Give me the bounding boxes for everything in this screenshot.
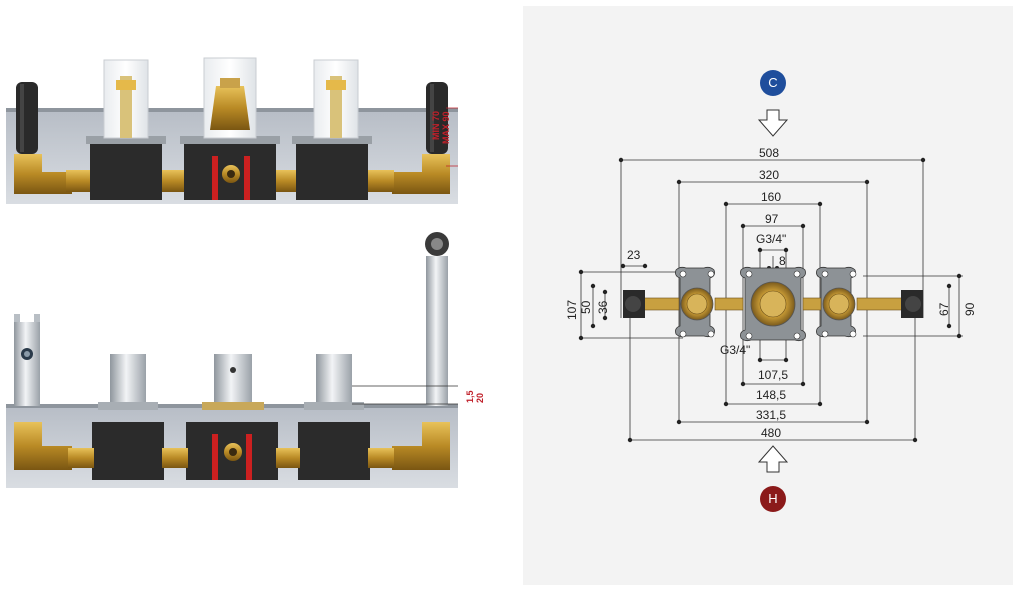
pipe-right [368, 170, 394, 192]
left-elbow [14, 154, 72, 194]
valve-plan-center [740, 266, 806, 342]
rosette-right [304, 402, 364, 410]
hot-badge [760, 486, 786, 512]
valve-body-right [298, 422, 370, 480]
dim-36: 36 [596, 300, 610, 314]
left-cap [16, 82, 38, 154]
dim-thread-top: G3/4" [756, 232, 787, 246]
dim-50: 50 [579, 300, 593, 314]
depth-dimension [446, 107, 458, 167]
dim-8: 8 [779, 254, 786, 268]
valve-body-left [92, 422, 164, 480]
dim-107: 107 [565, 299, 579, 320]
cold-badge [760, 70, 786, 96]
dim-320: 320 [759, 168, 780, 182]
handle-right [316, 354, 352, 406]
cold-badge-label: C [768, 75, 778, 90]
pipe-right [368, 448, 394, 468]
plan-pipe-right [856, 297, 904, 311]
pipe-mid-right [276, 448, 300, 468]
valve-body-right [292, 136, 372, 200]
pipe-left [68, 448, 94, 468]
plan-pipe-left [642, 297, 680, 311]
projection-small-label: 1,5 [465, 390, 475, 403]
tub-spout [425, 232, 449, 406]
max-depth-label: MAX 90 [441, 111, 451, 144]
protection-box-right [313, 59, 359, 139]
valve-plan-left [675, 266, 715, 338]
cold-inlet-arrow [757, 109, 789, 137]
dim-148-5: 148,5 [756, 388, 787, 402]
plan-end-cap-right [901, 290, 923, 318]
right-elbow [392, 422, 450, 470]
handle-left [110, 354, 146, 406]
pipe-left [66, 170, 92, 192]
protection-box-left [103, 59, 149, 139]
valve-body-left [86, 136, 166, 200]
dim-67: 67 [937, 302, 951, 316]
dim-508: 508 [759, 146, 780, 160]
dim-331-5: 331,5 [756, 408, 787, 422]
dimension-schematic [578, 70, 963, 512]
hand-shower-holder [14, 314, 40, 406]
installation-finished-view [6, 232, 458, 488]
handle-center [214, 354, 252, 406]
dim-thread-bottom: G3/4" [720, 343, 751, 357]
hot-inlet-arrow [757, 445, 789, 473]
plan-end-cap-left [623, 290, 645, 318]
rosette-left [98, 402, 158, 410]
dim-90: 90 [963, 302, 977, 316]
pipe-mid-left [162, 448, 188, 468]
min-depth-label: MIN 70 [431, 110, 441, 140]
valve-plan-right [816, 266, 857, 338]
dim-97: 97 [765, 212, 779, 226]
right-elbow [392, 154, 450, 194]
left-elbow [14, 422, 72, 470]
dimension-schematic-panel: C H 508 320 160 97 G3/4" 8 23 G3/4" 107,… [523, 6, 1013, 585]
plan-pipe-mid-left [714, 297, 744, 311]
dim-480: 480 [761, 426, 782, 440]
pipe-mid-right [272, 170, 298, 192]
hot-badge-label: H [768, 491, 778, 506]
plan-pipe-mid-right [802, 297, 822, 311]
dim-107-5: 107,5 [758, 368, 789, 382]
valve-body-center [180, 136, 280, 200]
valve-body-center [186, 422, 278, 480]
projection-large-label: 20 [475, 392, 485, 403]
projection-dimension [352, 385, 458, 405]
protection-box-center [203, 57, 257, 139]
pipe-mid-left [160, 170, 186, 192]
right-cap [426, 82, 448, 154]
installation-front-view [6, 57, 458, 204]
dim-23: 23 [627, 248, 641, 262]
dim-160: 160 [761, 190, 782, 204]
rosette-center [202, 402, 264, 410]
